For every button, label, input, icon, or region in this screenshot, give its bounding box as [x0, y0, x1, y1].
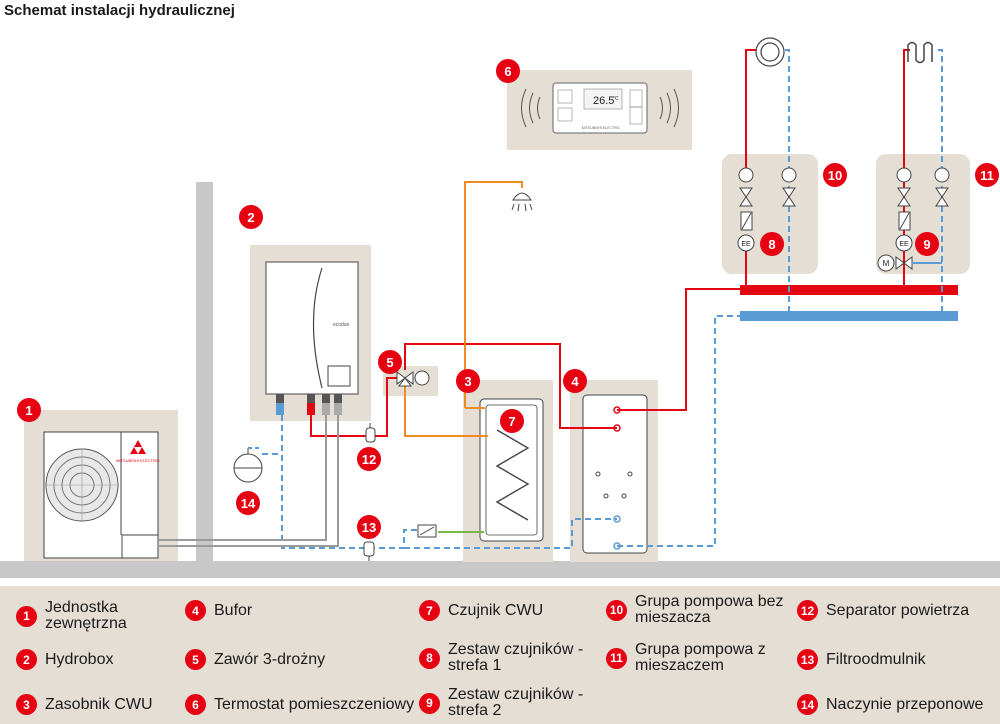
legend-item: 10 Grupa pompowa bez mieszacza: [606, 594, 786, 626]
legend-badge: 9: [419, 692, 440, 714]
legend-label: Zestaw czujników - strefa 1: [448, 641, 584, 674]
legend-item: 11 Grupa pompowa z mieszaczem: [606, 642, 786, 674]
room-thermostat: 26.5 °C MITSUBISHI ELECTRIC: [521, 82, 679, 134]
legend-item: 7 Czujnik CWU: [419, 600, 543, 621]
radiator-coil: [755, 37, 785, 67]
badge-sensor-zone-2: 9: [915, 232, 939, 256]
svg-text:MITSUBISHI ELECTRIC: MITSUBISHI ELECTRIC: [116, 458, 160, 463]
legend-item: 9 Zestaw czujników - strefa 2: [419, 687, 599, 719]
legend-badge: 12: [797, 600, 818, 621]
legend-badge: 4: [185, 600, 206, 621]
legend-badge: 7: [419, 600, 440, 621]
legend-badge: 8: [419, 647, 440, 669]
legend-item: 13 Filtroodmulnik: [797, 649, 926, 670]
gray-pipes: [158, 415, 339, 547]
badge-dhw-tank: 3: [456, 369, 480, 393]
legend-item: 2 Hydrobox: [16, 649, 113, 670]
legend-label: Grupa pompowa bez mieszacza: [635, 593, 784, 626]
legend-badge: 2: [16, 649, 37, 670]
badge-valve: 5: [378, 350, 402, 374]
hot-manifold: [740, 285, 958, 295]
outdoor-unit: MITSUBISHI ELECTRIC: [43, 431, 160, 559]
floor: [0, 561, 1000, 578]
pump-10-label: EE: [741, 241, 751, 248]
legend-badge: 10: [606, 599, 627, 621]
mixer-motor-label: M: [883, 259, 890, 268]
badge-outdoor-unit: 1: [17, 398, 41, 422]
legend-badge: 6: [185, 694, 206, 715]
dhw-tank: [479, 398, 544, 542]
badge-air-separator: 12: [357, 447, 381, 471]
legend-label: Bufor: [214, 601, 253, 619]
badge-dirt-filter: 13: [357, 515, 381, 539]
svg-text:ecodan: ecodan: [333, 322, 350, 328]
legend-item: 6 Termostat pomieszczeniowy: [185, 694, 414, 715]
badge-thermostat: 6: [496, 59, 520, 83]
badge-expansion-vessel: 14: [236, 491, 260, 515]
three-way-valve: [396, 370, 430, 387]
badge-dhw-sensor: 7: [500, 409, 524, 433]
shower-head: [511, 192, 533, 212]
legend-label: Zawór 3-drożny: [214, 650, 326, 668]
legend-label: Hydrobox: [45, 650, 114, 668]
cold-manifold: [740, 311, 958, 321]
badge-pump-group-10: 10: [823, 163, 847, 187]
wall: [196, 182, 213, 562]
badge-buffer: 4: [563, 369, 587, 393]
legend-item: 3 Zasobnik CWU: [16, 694, 153, 715]
air-separator: [365, 423, 376, 443]
hydrobox: ecodan: [265, 261, 359, 415]
page-title: Schemat instalacji hydraulicznej: [4, 2, 235, 19]
legend-item: 4 Bufor: [185, 600, 252, 621]
legend-label: Separator powietrza: [826, 601, 970, 619]
legend-label: Naczynie przeponowe: [826, 695, 984, 713]
svg-text:26.5: 26.5: [593, 95, 614, 107]
badge-hydrobox: 2: [239, 205, 263, 229]
svg-text:MITSUBISHI ELECTRIC: MITSUBISHI ELECTRIC: [582, 126, 621, 130]
legend-badge: 5: [185, 649, 206, 670]
legend-label: Czujnik CWU: [448, 601, 544, 619]
legend-badge: 11: [606, 647, 627, 669]
legend-item: 14 Naczynie przeponowe: [797, 694, 983, 715]
expansion-vessel: [233, 447, 263, 483]
legend-label: Jednostka zewnętrzna: [45, 599, 127, 632]
legend-badge: 14: [797, 694, 818, 715]
legend-label: Filtroodmulnik: [826, 650, 926, 668]
legend: 1 Jednostka zewnętrzna 2 Hydrobox 3 Zaso…: [0, 586, 1000, 724]
legend-badge: 13: [797, 649, 818, 670]
pump-group-10-panel: [722, 154, 818, 274]
legend-label: Zasobnik CWU: [45, 695, 153, 713]
pump-group-11: [877, 167, 950, 272]
dhw-pipes: [404, 181, 523, 437]
dirt-filter: [363, 541, 375, 561]
legend-item: 12 Separator powietrza: [797, 600, 969, 621]
legend-label: Termostat pomieszczeniowy: [214, 695, 415, 713]
hydraulic-diagram: MITSUBISHI ELECTRIC ecodan 26.5 °C MITSU…: [0, 37, 1000, 578]
legend-item: 1 Jednostka zewnętrzna: [16, 600, 176, 632]
legend-badge: 1: [16, 605, 37, 627]
badge-pump-group-11: 11: [975, 163, 999, 187]
badge-sensor-zone-1: 8: [760, 232, 784, 256]
pump-group-10: [737, 167, 797, 252]
underfloor-coil: [907, 41, 933, 64]
legend-item: 5 Zawór 3-drożny: [185, 649, 325, 670]
legend-item: 8 Zestaw czujników - strefa 1: [419, 642, 599, 674]
svg-text:°C: °C: [613, 96, 619, 102]
cold-pipes: [262, 49, 943, 549]
pump-11-label: EE: [899, 241, 909, 248]
buffer-tank: [582, 394, 648, 554]
legend-label: Zestaw czujników - strefa 2: [448, 686, 584, 719]
legend-badge: 3: [16, 694, 37, 715]
legend-label: Grupa pompowa z mieszaczem: [635, 641, 766, 674]
